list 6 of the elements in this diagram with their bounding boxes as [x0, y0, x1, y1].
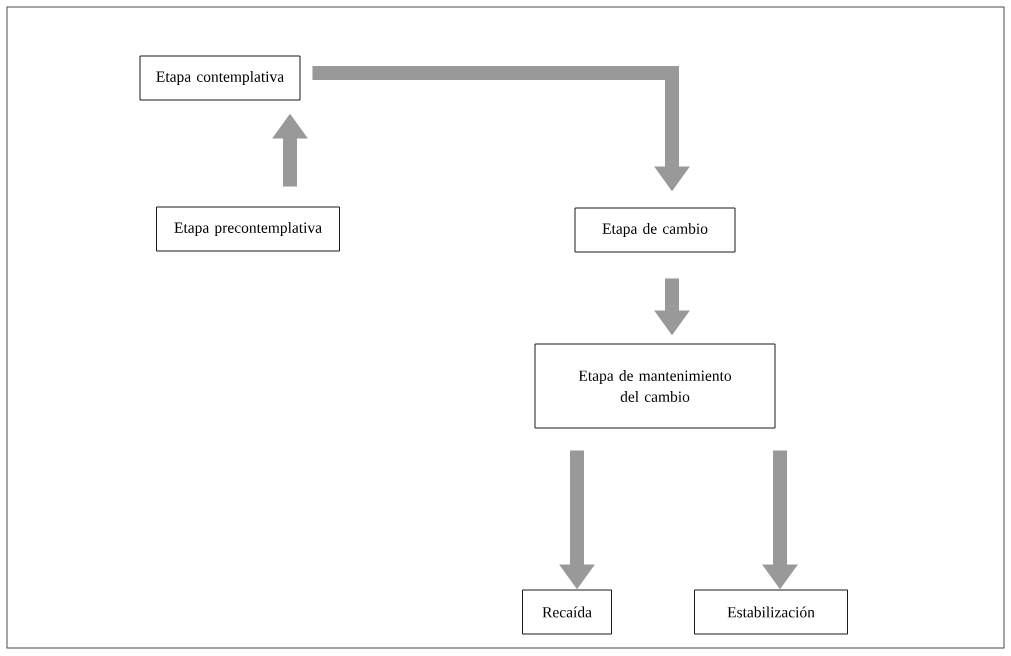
stage-box: Etapa de cambio: [574, 207, 736, 253]
stage-box: Recaída: [522, 589, 612, 635]
stage-box: Estabilización: [694, 589, 848, 635]
stage-box: Etapa de mantenimiento del cambio: [534, 343, 776, 429]
stage-box: Etapa precontemplativa: [156, 206, 340, 252]
stage-box: Etapa contemplativa: [139, 55, 301, 101]
